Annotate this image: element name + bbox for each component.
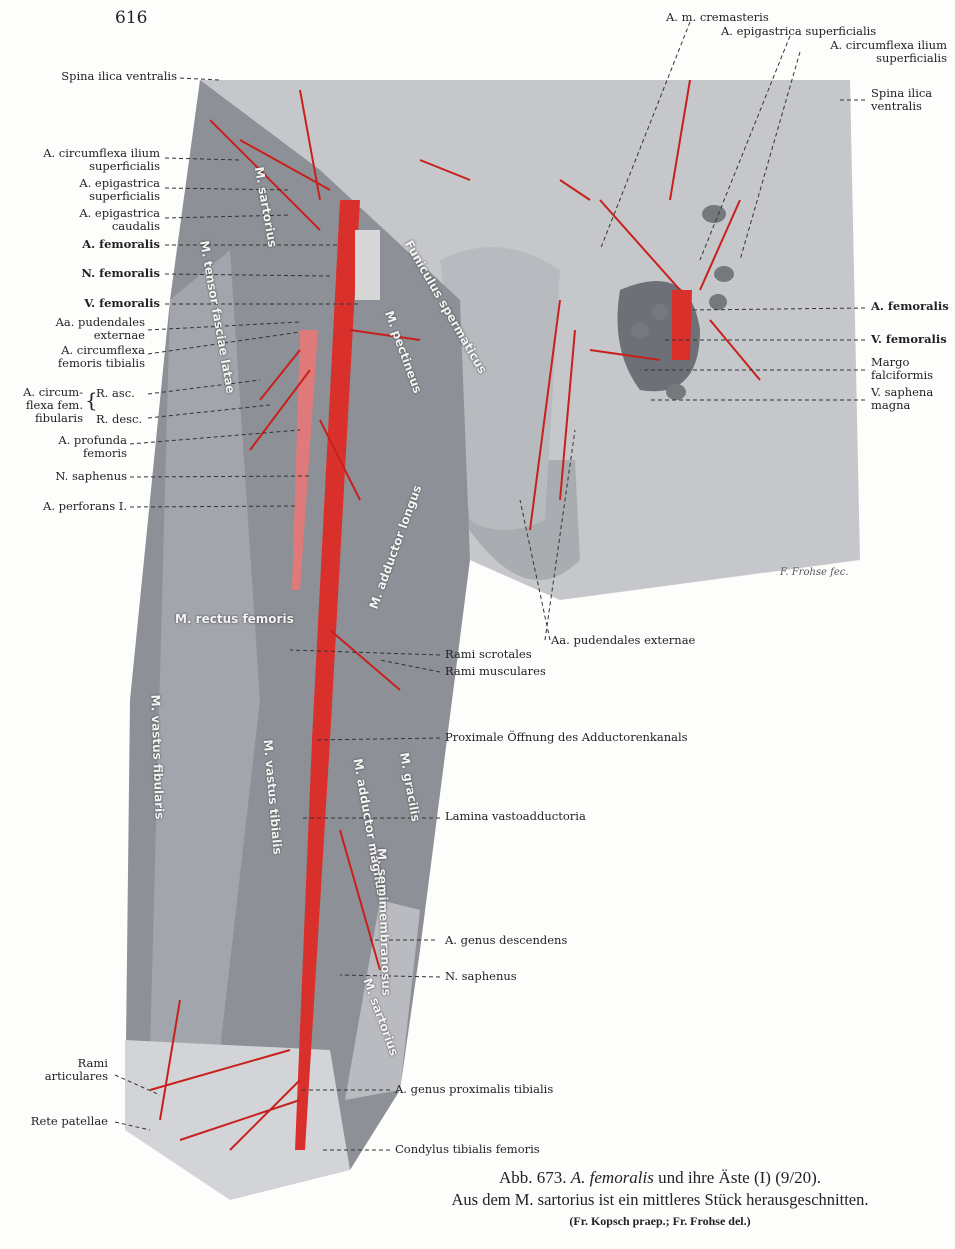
label-n-saphenus: N. saphenus <box>55 469 127 483</box>
arterial-branches <box>149 79 761 1151</box>
label-rete-patellae: Rete patellae <box>30 1114 108 1128</box>
label-v-femoralis: V. femoralis <box>84 296 160 310</box>
label-margo-falciformis: Margo falciformis <box>871 355 934 382</box>
label-a-femoralis-right: A. femoralis <box>871 299 949 313</box>
penis <box>440 247 560 530</box>
label-a-profunda-femoris: A. profunda femoris <box>58 433 127 460</box>
label-a-circumflexa-femoris-fibularis: A. circum- flexa fem. fibularis <box>23 385 83 425</box>
right-femoral-artery <box>672 290 692 360</box>
femoral-artery <box>295 200 360 1150</box>
page-number: 616 <box>115 8 148 28</box>
figure-caption: Abb. 673. A. femoralis und ihre Äste (I)… <box>400 1168 920 1229</box>
label-n-femoralis: N. femoralis <box>81 266 160 280</box>
label-a-circumflexa-ilium-superficialis: A. circumflexa ilium superficialis <box>43 146 160 173</box>
label-v-saphena-magna: V. saphena magna <box>871 385 934 412</box>
label-condylus-tibialis-femoris: Condylus tibialis femoris <box>395 1142 540 1156</box>
sartorius-lower <box>345 900 420 1100</box>
label-n-saphenus-lower: N. saphenus <box>445 969 517 983</box>
brace: { <box>85 388 98 412</box>
label-spina-ilica-ventralis-right: Spina ilica ventralis <box>871 86 933 113</box>
femoral-vein <box>355 230 380 300</box>
label-v-femoralis-right: V. femoralis <box>871 332 947 346</box>
profunda-artery <box>292 330 318 590</box>
label-lamina-vastoadductoria: Lamina vastoadductoria <box>445 809 586 823</box>
label-a-epigastrica-superficialis: A. epigastrica superficialis <box>79 176 160 203</box>
muscle-label: M. rectus femoris <box>175 612 294 626</box>
label-rami-articulares: Rami articulares <box>44 1056 108 1083</box>
label-a-perforans-i: A. perforans I. <box>43 499 127 513</box>
caption-title-italic: A. femoralis <box>570 1168 654 1187</box>
caption-figure-number: Abb. 673. <box>498 1168 567 1187</box>
label-a-circumflexa-femoris-tibialis: A. circumflexa femoris tibialis <box>57 343 145 370</box>
caption-title-rest: und ihre Äste (I) (9/20). <box>658 1168 821 1187</box>
label-r-desc: R. desc. <box>96 412 143 426</box>
caption-line-2: Aus dem M. sartorius ist ein mittleres S… <box>451 1190 869 1209</box>
caption-line-1: Abb. 673. A. femoralis und ihre Äste (I)… <box>400 1168 920 1188</box>
label-rami-musculares: Rami musculares <box>445 664 546 678</box>
label-a-circumflexa-ilium-superficialis-right: A. circumflexa ilium superficialis <box>830 38 947 65</box>
label-spina-ilica-ventralis: Spina ilica ventralis <box>61 69 177 83</box>
caption-credits: (Fr. Kopsch praep.; Fr. Frohse del.) <box>569 1214 751 1228</box>
thigh-highlight <box>150 250 260 1050</box>
label-r-asc: R. asc. <box>96 386 135 400</box>
label-aa-pudendales-externae: Aa. pudendales externae <box>55 315 145 342</box>
signature: F. Frohse fec. <box>779 567 849 578</box>
label-a-epigastrica-superficialis-right: A. epigastrica superficialis <box>721 24 877 38</box>
label-a-m-cremasteris: A. m. cremasteris <box>666 10 769 24</box>
label-a-genus-descendens: A. genus descendens <box>445 933 568 947</box>
leader-lines <box>114 21 866 1151</box>
label-a-genus-proximalis-tibialis: A. genus proximalis tibialis <box>395 1082 554 1096</box>
label-adductor-canal-opening: Proximale Öffnung des Adductorenkanals <box>445 730 688 744</box>
label-aa-pudendales-externae-right: Aa. pudendales externae <box>551 633 696 647</box>
label-a-femoralis: A. femoralis <box>82 237 160 251</box>
lymph-nodes <box>631 205 734 400</box>
label-a-epigastrica-caudalis: A. epigastrica caudalis <box>79 206 160 233</box>
label-rami-scrotales: Rami scrotales <box>445 647 532 661</box>
